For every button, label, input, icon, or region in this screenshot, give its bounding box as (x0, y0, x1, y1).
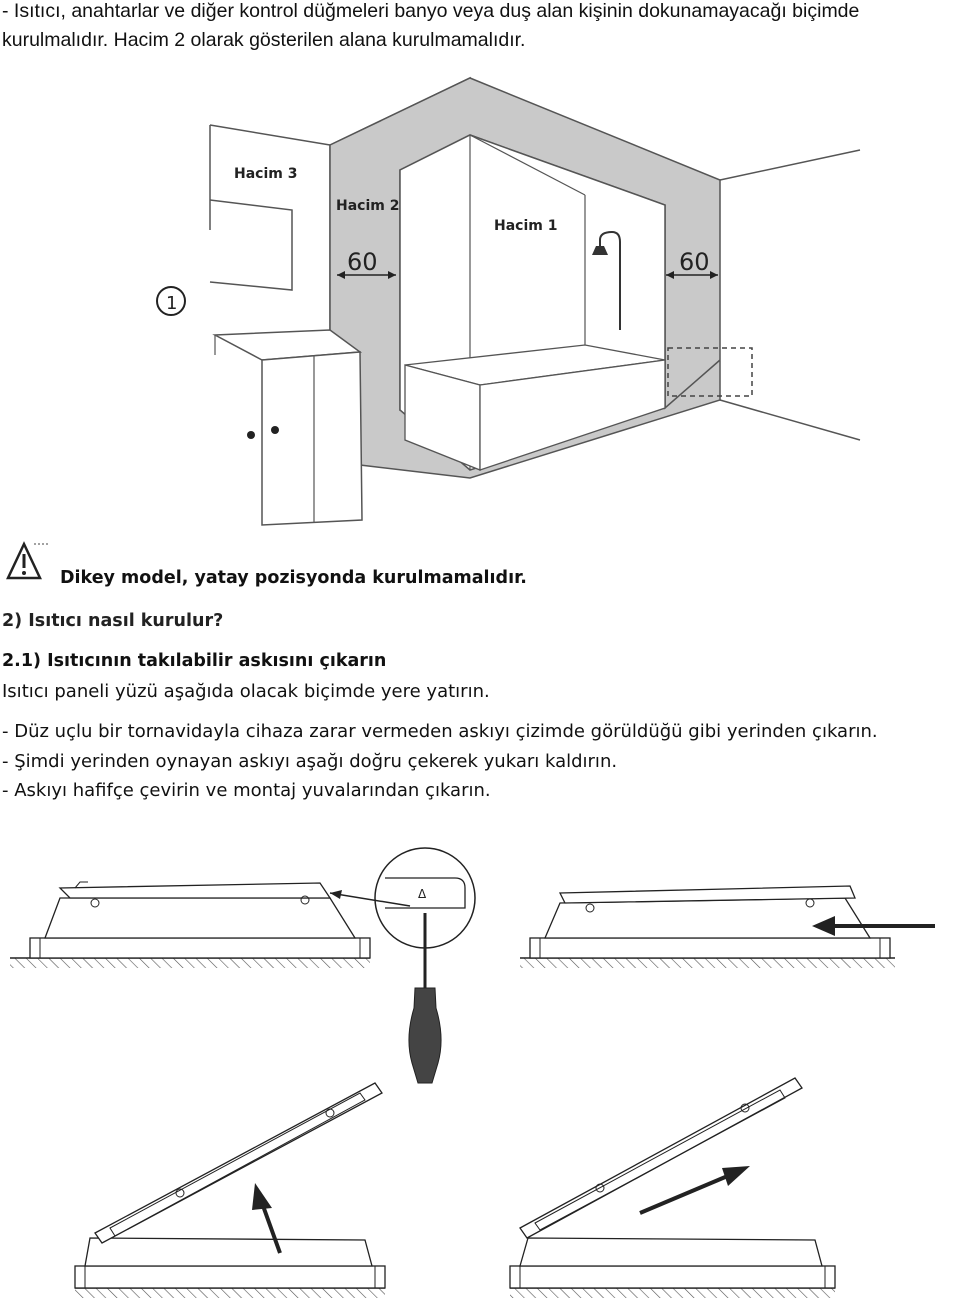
mirror (209, 199, 293, 291)
bracket-removal-figure: Δ (10, 847, 935, 1298)
marker-circle (156, 286, 186, 316)
lift-arrow (260, 1202, 282, 1254)
dim-left-label: 60 (347, 248, 378, 276)
label-hacim-3: Hacim 3 (234, 166, 297, 182)
svg-text:1: 1 (166, 293, 177, 314)
heater-outline (667, 347, 753, 397)
screwdriver-icon (408, 987, 442, 1084)
shower-head-icon (592, 246, 608, 255)
section-intro: Isıtıcı paneli yüzü aşağıda olacak biçim… (2, 681, 490, 702)
knob-left (247, 431, 255, 439)
vanity-cabinet (261, 351, 363, 526)
diagram-step-4 (509, 1077, 836, 1298)
step-2: - Şimdi yerinden oynayan askıyı aşağı do… (2, 751, 618, 772)
section-heading: 2) Isıtıcı nasıl kurulur? (2, 611, 224, 631)
diagram-step-3 (74, 1082, 386, 1298)
intro-line-1: - Isıtıcı, anahtarlar ve diğer kontrol d… (2, 0, 860, 22)
dim-right-label: 60 (679, 248, 710, 276)
label-hacim-1: Hacim 1 (494, 218, 557, 234)
rotate-arrow (639, 1173, 731, 1215)
step-3: - Askıyı hafifçe çevirin ve montaj yuval… (2, 780, 491, 801)
subsection-heading: 2.1) Isıtıcının takılabilir askısını çık… (2, 651, 387, 671)
bathroom-zones-figure: 60 60 Hacim 3 Hacim 2 Hacim 1 1 (156, 76, 861, 526)
diagram-step-1: Δ (10, 847, 476, 1084)
diagram-step-2 (520, 885, 935, 968)
detail-mark: Δ (418, 887, 427, 901)
warning-triangle-icon (6, 541, 48, 580)
intro-line-2: kurulmalıdır. Hacim 2 olarak gösterilen … (2, 29, 526, 51)
label-hacim-2: Hacim 2 (336, 198, 399, 214)
shower-pipe (599, 230, 621, 330)
knob-right (271, 426, 279, 434)
step-1: - Düz uçlu bir tornavidayla cihaza zarar… (2, 721, 878, 742)
warning-text: Dikey model, yatay pozisyonda kurulmamal… (60, 568, 527, 588)
